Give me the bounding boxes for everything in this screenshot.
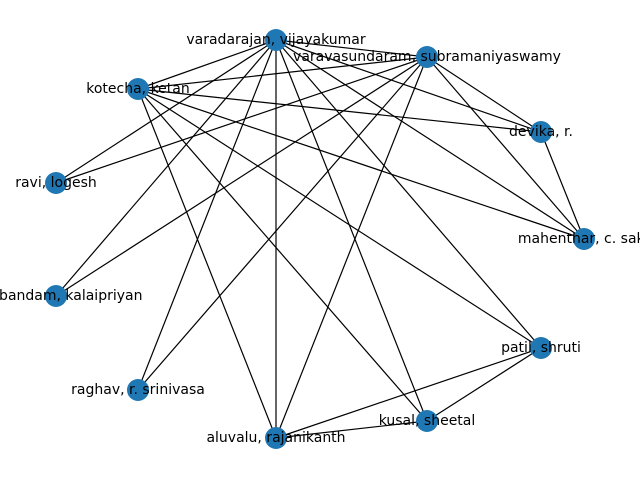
edge-patil-kusal: [426, 347, 542, 422]
edge-kotecha-kusal: [137, 88, 428, 422]
edge-varadarajan-ravi: [55, 39, 277, 184]
node-patil: [530, 337, 552, 359]
edge-varavasundaram-mahenthar: [426, 56, 585, 240]
edges-layer: [55, 39, 585, 439]
node-label-patil: patil, shruti: [501, 340, 581, 356]
edge-kotecha-mahenthar: [137, 88, 585, 240]
node-label-raghav: raghav, r. srinivasa: [71, 382, 205, 398]
labels-layer: varadarajan, vijayakumarvaravasundaram, …: [0, 32, 640, 446]
edge-varadarajan-kotecha: [137, 39, 277, 90]
node-label-varavasundaram: varavasundaram, subramaniyaswamy: [293, 49, 561, 65]
edge-varadarajan-mahenthar: [275, 39, 585, 240]
edge-kotecha-aluvalu: [137, 88, 277, 439]
edge-varavasundaram-aluvalu: [275, 56, 428, 439]
edge-varadarajan-patil: [275, 39, 542, 349]
edge-varavasundaram-devika: [426, 56, 542, 133]
node-label-sambandam: sambandam, kalaipriyan: [0, 288, 142, 304]
edge-kotecha-devika: [137, 88, 542, 133]
edge-varadarajan-kusal: [275, 39, 428, 422]
node-kusal: [416, 410, 438, 432]
node-label-kusal: kusal, sheetal: [379, 413, 476, 429]
node-kotecha: [127, 78, 149, 100]
edge-kotecha-patil: [137, 88, 542, 349]
node-aluvalu: [265, 427, 287, 449]
edge-varadarajan-devika: [275, 39, 542, 133]
edge-varavasundaram-sambandam: [55, 56, 428, 297]
node-label-kotecha: kotecha, ketan: [86, 81, 190, 97]
node-varadarajan: [265, 29, 287, 51]
node-raghav: [127, 379, 149, 401]
edge-varavasundaram-kotecha: [137, 56, 428, 90]
edge-varadarajan-varavasundaram: [275, 39, 428, 58]
node-label-aluvalu: aluvalu, rajanikanth: [206, 430, 345, 446]
edge-varadarajan-sambandam: [55, 39, 277, 297]
node-varavasundaram: [416, 46, 438, 68]
edge-patil-aluvalu: [275, 347, 542, 439]
nodes-layer: [45, 29, 595, 449]
edge-devika-mahenthar: [540, 131, 585, 240]
edge-varavasundaram-ravi: [55, 56, 428, 184]
edge-varadarajan-raghav: [137, 39, 277, 391]
edge-kusal-aluvalu: [275, 420, 428, 439]
node-label-mahenthar: mahenthar, c. sakt: [518, 231, 640, 247]
node-ravi: [45, 172, 67, 194]
node-label-ravi: ravi, logesh: [15, 175, 97, 191]
node-sambandam: [45, 285, 67, 307]
node-mahenthar: [573, 228, 595, 250]
node-label-devika: devika, r.: [509, 124, 573, 140]
edge-varavasundaram-raghav: [137, 56, 428, 391]
node-label-varadarajan: varadarajan, vijayakumar: [186, 32, 366, 48]
node-devika: [530, 121, 552, 143]
